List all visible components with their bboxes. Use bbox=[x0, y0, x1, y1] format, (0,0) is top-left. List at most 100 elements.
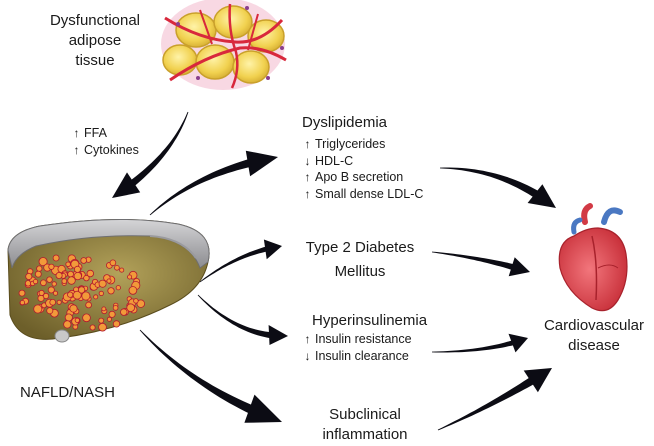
fat-droplet bbox=[85, 301, 92, 309]
fat-droplet bbox=[80, 257, 87, 264]
fat-droplet bbox=[98, 290, 104, 296]
fat-droplet bbox=[38, 289, 45, 296]
up-arrow-icon: ↑ bbox=[73, 142, 80, 157]
fat-droplet bbox=[52, 254, 60, 262]
fat-droplet bbox=[108, 310, 116, 318]
arrow-inflammation-to-cvd-head bbox=[523, 368, 552, 393]
fat-droplet bbox=[69, 304, 78, 313]
dyslipidemia-item: ↓ HDL-C bbox=[303, 153, 423, 170]
fat-droplet bbox=[128, 286, 138, 295]
fat-droplet bbox=[53, 290, 59, 296]
fat-droplet bbox=[133, 298, 139, 304]
fat-droplet bbox=[98, 322, 107, 332]
fat-droplet bbox=[46, 276, 53, 283]
adipose-label-line-3: tissue bbox=[75, 52, 115, 69]
heart-icon bbox=[558, 203, 628, 312]
dyslipidemia-title: Dyslipidemia bbox=[302, 114, 388, 131]
fat-droplet bbox=[73, 271, 82, 281]
fat-droplet bbox=[107, 287, 115, 295]
arrow-diabetes-to-cvd-head bbox=[508, 257, 530, 277]
inflammation-label-line-1: Subclinical bbox=[329, 406, 401, 423]
fat-droplet bbox=[49, 298, 56, 306]
up-arrow-icon: ↑ bbox=[304, 186, 311, 201]
fat-droplet bbox=[63, 320, 72, 329]
fat-droplet bbox=[65, 261, 71, 267]
arrow-liver-to-diabetes bbox=[199, 246, 268, 283]
fat-droplet bbox=[119, 267, 125, 273]
up-arrow-icon: ↑ bbox=[304, 170, 311, 184]
arrow-liver-to-dyslipidemia bbox=[149, 158, 252, 216]
arrow-liver-to-inflammation bbox=[139, 329, 255, 415]
hyperinsulinemia-list: ↑ Insulin resistance ↓ Insulin clearance bbox=[303, 331, 412, 364]
arrow-dyslipidemia-to-cvd bbox=[440, 167, 540, 199]
arrow-diabetes-to-cvd bbox=[432, 251, 515, 271]
fat-droplet bbox=[120, 308, 128, 316]
fat-droplet bbox=[34, 270, 42, 278]
arrow-hyperinsulinemia-to-cvd-head bbox=[508, 333, 528, 353]
arrow-inflammation-to-cvd bbox=[437, 376, 535, 431]
liver-output-text: Cytokines bbox=[84, 142, 139, 157]
diabetes-label: Type 2 Diabetes Mellitus bbox=[285, 236, 435, 284]
fat-droplet bbox=[98, 317, 105, 324]
fat-droplet bbox=[19, 299, 25, 306]
inflammation-label-line-2: inflammation bbox=[322, 426, 408, 443]
fat-droplet bbox=[112, 305, 119, 311]
fat-droplet bbox=[47, 286, 55, 294]
fat-droplet bbox=[83, 274, 90, 282]
fat-droplet bbox=[42, 292, 50, 300]
fat-droplet bbox=[64, 313, 73, 322]
arrow-liver-to-dyslipidemia-head bbox=[245, 150, 278, 177]
up-arrow-icon: ↑ bbox=[304, 137, 311, 151]
arrow-liver-to-inflammation-head bbox=[244, 394, 282, 423]
dyslipidemia-item-text: Small dense LDL-C bbox=[315, 186, 424, 201]
fat-droplet bbox=[93, 294, 99, 300]
liver-label: NAFLD/NASH bbox=[20, 384, 116, 401]
diabetes-label-line-2: Mellitus bbox=[334, 263, 386, 280]
fat-droplet bbox=[127, 274, 133, 280]
adipose-label-line-1: Dysfunctional bbox=[49, 12, 141, 29]
fat-droplet bbox=[33, 304, 43, 314]
hyperinsulinemia-item: ↑ Insulin resistance bbox=[303, 331, 412, 348]
fat-droplet bbox=[106, 316, 112, 322]
up-arrow-icon: ↑ bbox=[73, 126, 80, 140]
cvd-label-line-2: disease bbox=[568, 337, 620, 354]
arrow-dyslipidemia-to-cvd-head bbox=[527, 184, 556, 208]
hyperinsulinemia-item-text: Insulin resistance bbox=[315, 332, 412, 346]
fat-droplet bbox=[74, 317, 80, 323]
fat-droplet bbox=[51, 281, 57, 287]
fat-droplet bbox=[115, 285, 121, 291]
liver-output-item: ↑ Cytokines bbox=[72, 142, 139, 159]
fat-droplet bbox=[46, 307, 54, 315]
fat-droplet bbox=[101, 306, 107, 312]
fat-droplet bbox=[106, 278, 112, 284]
up-arrow-icon: ↑ bbox=[304, 332, 311, 346]
cardiovascular-disease-label: Cardiovascular disease bbox=[534, 316, 654, 356]
fat-droplet bbox=[82, 313, 91, 323]
pathway-arrows bbox=[112, 111, 556, 431]
dyslipidemia-list: ↑ Triglycerides ↓ HDL-C ↑ Apo B secretio… bbox=[303, 136, 424, 202]
arrow-liver-to-hyperinsulinemia-head bbox=[268, 325, 288, 345]
fat-droplet bbox=[18, 289, 26, 297]
fat-droplet bbox=[40, 279, 47, 287]
fat-droplet bbox=[86, 269, 94, 278]
fat-droplet bbox=[81, 291, 91, 301]
dyslipidemia-item-text: Apo B secretion bbox=[315, 170, 404, 184]
diabetes-label-line-1: Type 2 Diabetes bbox=[305, 239, 415, 256]
fat-droplet bbox=[114, 264, 120, 271]
fat-droplet bbox=[78, 286, 86, 294]
fat-droplet bbox=[98, 279, 107, 288]
dyslipidemia-item-text: Triglycerides bbox=[315, 137, 386, 151]
adipose-tissue-icon bbox=[161, 0, 287, 90]
fat-droplet bbox=[126, 303, 135, 313]
arrow-liver-to-diabetes-head bbox=[263, 239, 282, 260]
arrow-liver-to-hyperinsulinemia bbox=[197, 294, 272, 339]
fat-droplet bbox=[67, 291, 74, 298]
down-arrow-icon: ↓ bbox=[304, 153, 311, 168]
arrow-adipose-to-liver-head bbox=[112, 172, 141, 198]
arrow-adipose-to-liver bbox=[129, 111, 189, 187]
fat-droplet bbox=[61, 278, 68, 284]
dyslipidemia-item-text: HDL-C bbox=[315, 153, 354, 168]
fat-droplet bbox=[36, 265, 43, 272]
fat-droplet bbox=[67, 276, 76, 285]
